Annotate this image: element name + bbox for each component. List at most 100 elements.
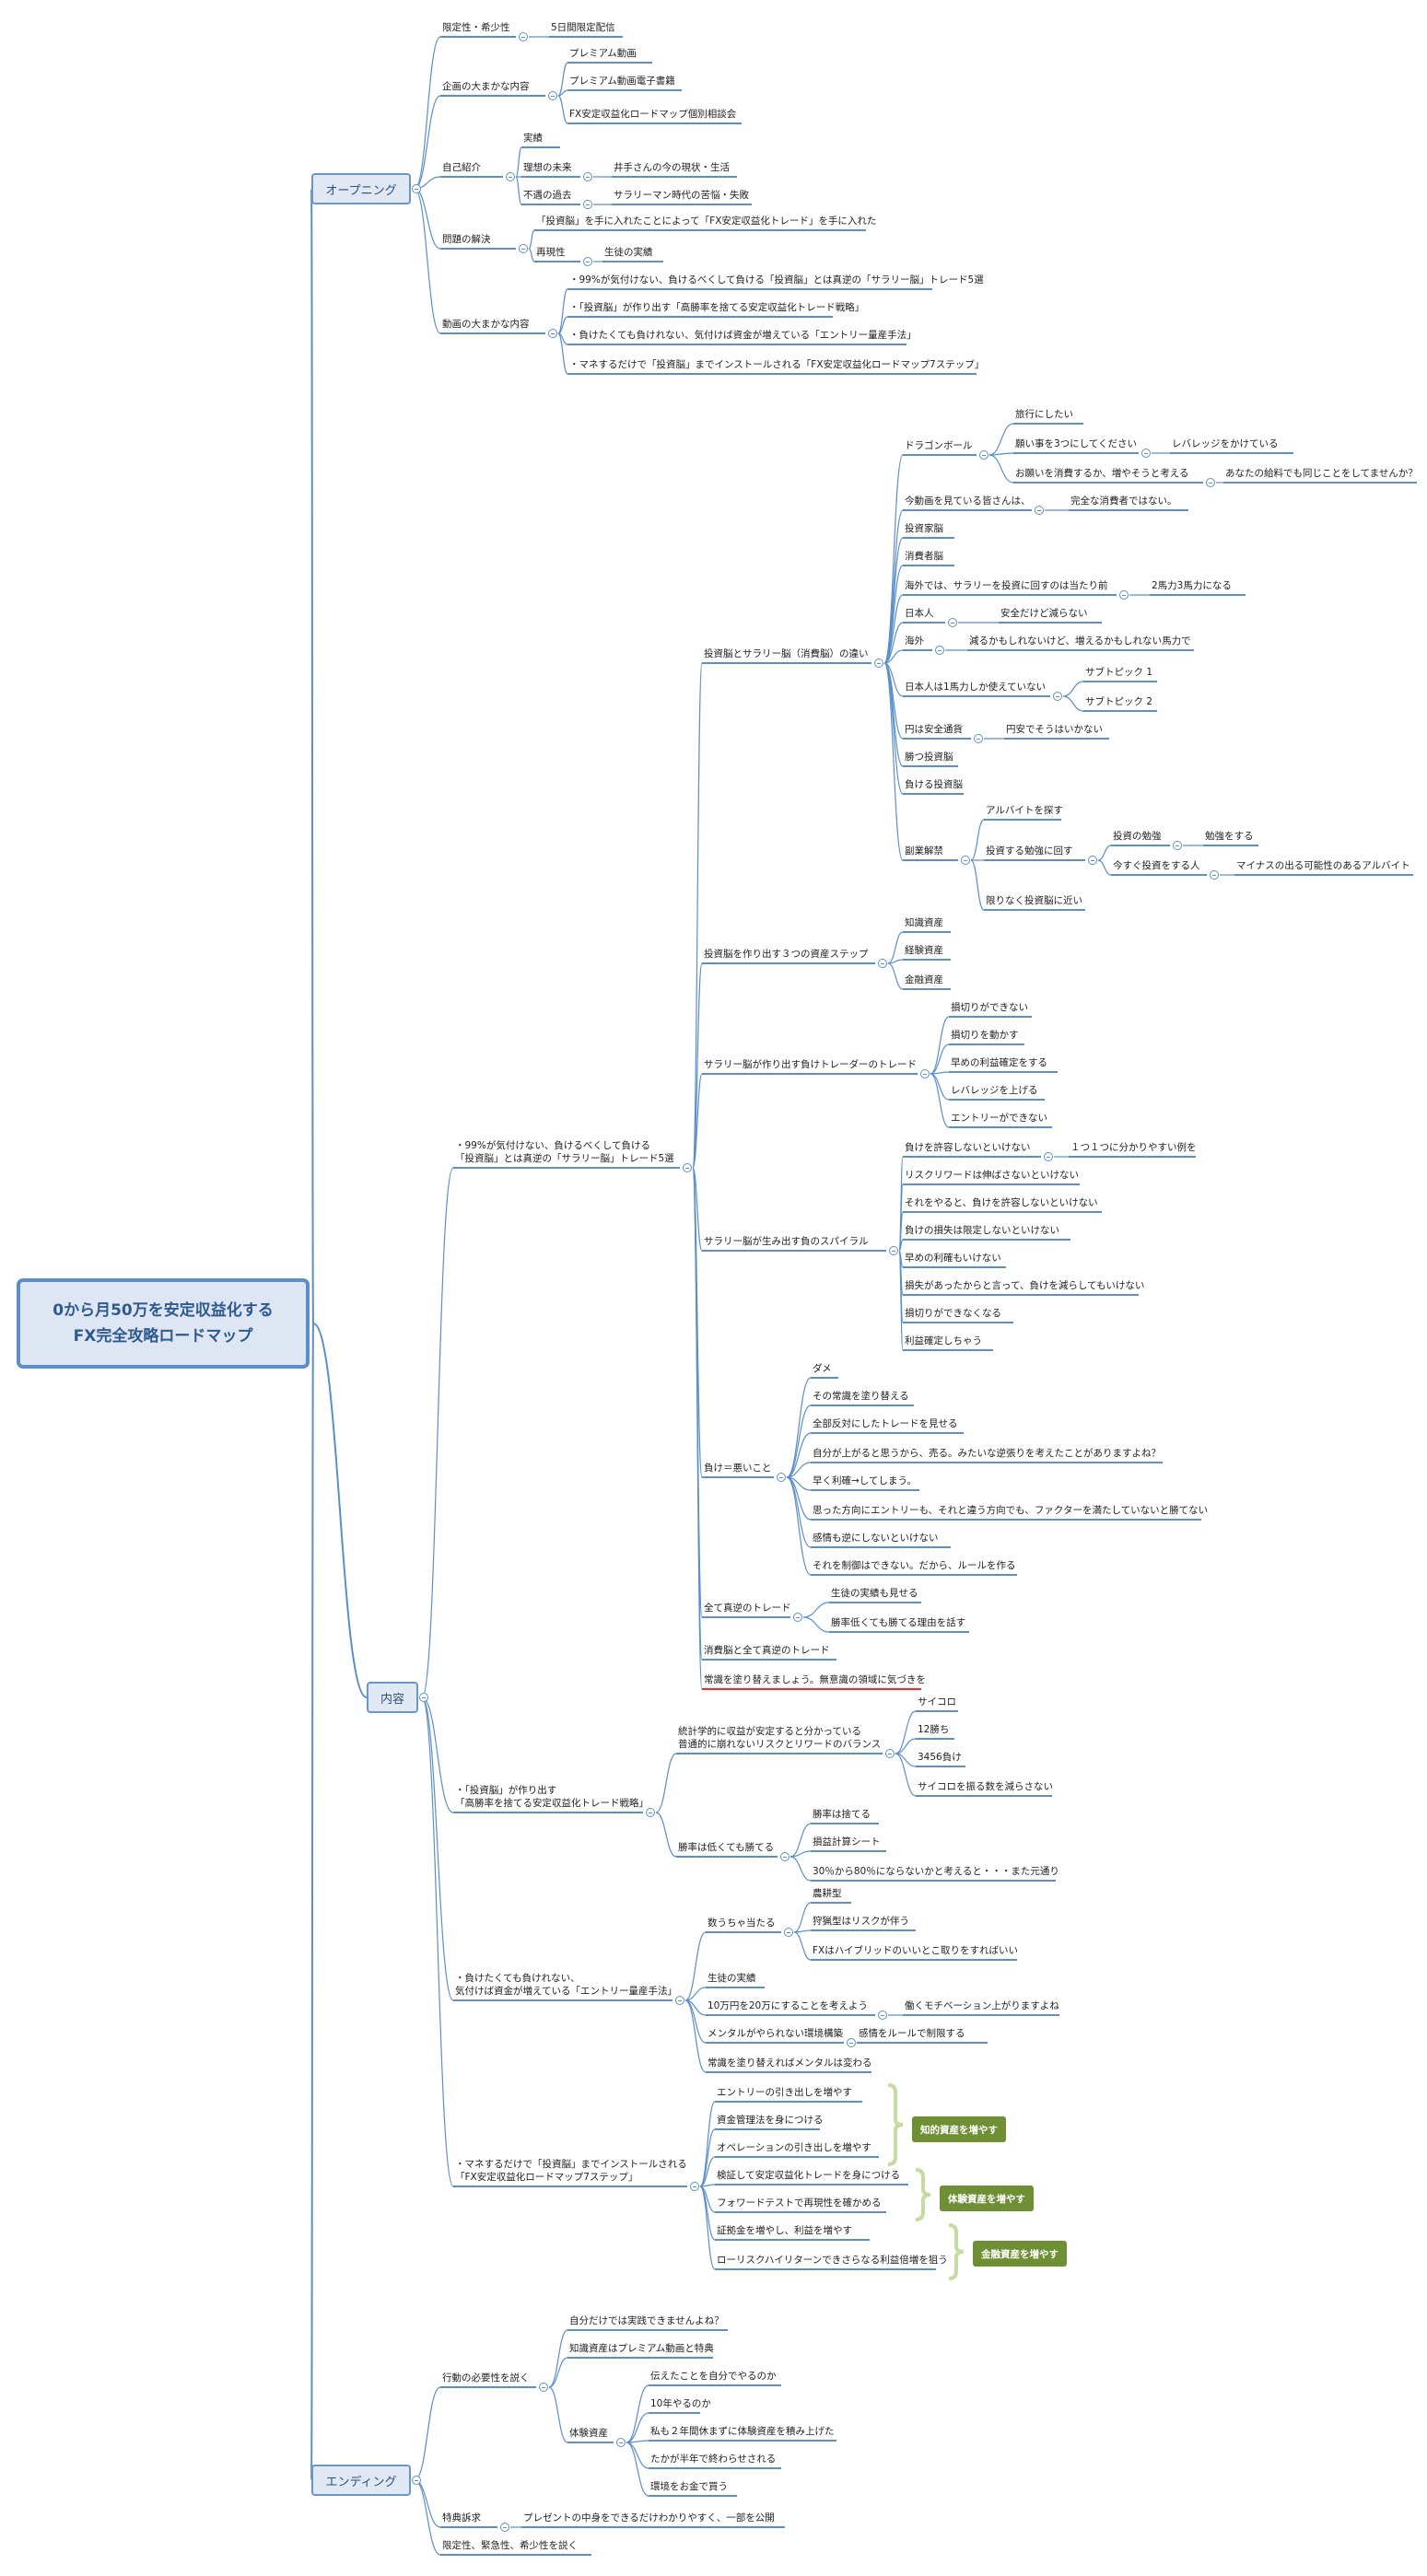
topic-e_exp[interactable]: 体験資産 — [569, 2427, 608, 2440]
section-content[interactable]: 内容 — [367, 1682, 418, 1713]
topic-c_b1[interactable]: ・99%が気付けない、負けるべくして負ける「投資脳」とは真逆の「サラリー脳」トレ… — [455, 1139, 674, 1165]
topic-c_s1[interactable]: サブトピック 1 — [1085, 666, 1152, 679]
topic-o_p1[interactable]: 「投資脳」を手に入れたことによって「FX安定収益化トレード」を手に入れた — [536, 215, 876, 227]
topic-o_prd[interactable]: 生徒の実績 — [604, 246, 653, 259]
topic-e_x1[interactable]: 伝えたことを自分でやるのか — [650, 2370, 777, 2383]
topic-c_sp1d[interactable]: １つ１つに分かりやすい例を — [1070, 1141, 1197, 1154]
topic-c_os1d[interactable]: 2馬力3馬力になる — [1152, 579, 1232, 592]
topic-c_t3[interactable]: 金融資産 — [905, 973, 943, 986]
topic-c_jp[interactable]: 日本人 — [905, 607, 934, 620]
collapse-toggle-icon[interactable] — [419, 1693, 428, 1702]
topic-c_sp2[interactable]: リスクリワードは伸ばさないといけない — [905, 1169, 1079, 1182]
topic-o_vid[interactable]: 動画の大まかな内容 — [442, 318, 530, 331]
topic-c_sd[interactable]: 副業解禁 — [905, 845, 943, 857]
topic-c_dr1[interactable]: 旅行にしたい — [1015, 408, 1073, 421]
topic-c_p1[interactable]: エントリーの引き出しを増やす — [717, 2086, 852, 2099]
topic-c_st4[interactable]: レバレッジを上げる — [951, 1084, 1038, 1097]
topic-c_p7[interactable]: ローリスクハイリターンできさらなる利益倍増を狙う — [717, 2254, 948, 2267]
topic-c_sd2[interactable]: 投資する勉強に回す — [986, 845, 1073, 857]
topic-e_x2[interactable]: 10年やるのか — [650, 2397, 711, 2410]
topic-c_m10[interactable]: 10万円を20万にすることを考えよう — [708, 1999, 868, 2012]
topic-c_bd7[interactable]: 感情も逆にしないといけない — [813, 1532, 939, 1544]
topic-c_sh1[interactable]: 農耕型 — [813, 1887, 842, 1900]
collapse-toggle-icon[interactable] — [784, 1928, 793, 1937]
collapse-toggle-icon[interactable] — [690, 2182, 699, 2191]
topic-e_bond[interactable]: プレゼントの中身をできるだけわかりやすく、一部を公開 — [523, 2512, 775, 2524]
collapse-toggle-icon[interactable] — [1088, 856, 1097, 865]
topic-c_s2[interactable]: サブトピック 2 — [1085, 695, 1152, 708]
collapse-toggle-icon[interactable] — [920, 1069, 930, 1078]
topic-c_rv2[interactable]: 勝率低くても勝てる理由を話す — [831, 1616, 965, 1629]
topic-o_prob[interactable]: 問題の解決 — [442, 233, 491, 246]
collapse-toggle-icon[interactable] — [583, 200, 592, 209]
topic-o_v1[interactable]: ・99%が気付けない、負けるべくして負ける「投資脳」とは真逆の「サラリー脳」トレ… — [569, 274, 984, 286]
topic-c_rw[interactable]: 常識を塗り替えましょう。無意識の領域に気づきを — [704, 1673, 926, 1686]
topic-c_mnd[interactable]: 感情をルールで制限する — [859, 2027, 965, 2040]
collapse-toggle-icon[interactable] — [506, 172, 515, 181]
collapse-toggle-icon[interactable] — [583, 172, 592, 181]
collapse-toggle-icon[interactable] — [519, 244, 528, 253]
topic-c_sa4[interactable]: サイコロを振る数を減らさない — [918, 1780, 1053, 1793]
topic-c_sp8[interactable]: 利益確定しちゃう — [905, 1335, 982, 1347]
topic-o_int[interactable]: 自己紹介 — [442, 161, 481, 174]
topic-c_sp6[interactable]: 損失があったからと言って、負けを減らしてもいけない — [905, 1279, 1144, 1292]
collapse-toggle-icon[interactable] — [961, 856, 970, 865]
topic-c_li[interactable]: 負ける投資脳 — [905, 778, 963, 791]
collapse-toggle-icon[interactable] — [548, 329, 557, 338]
collapse-toggle-icon[interactable] — [646, 1808, 655, 1817]
topic-e_x3[interactable]: 私も２年間休まずに体験資産を積み上げた — [650, 2425, 835, 2438]
collapse-toggle-icon[interactable] — [847, 2038, 856, 2047]
topic-c_sp1[interactable]: 負けを許容しないといけない — [905, 1141, 1031, 1154]
topic-c_rev[interactable]: 全て真逆のトレード — [704, 1602, 791, 1614]
topic-c_lw1[interactable]: 勝率は捨てる — [813, 1808, 871, 1821]
topic-c_st[interactable]: サラリー脳が作り出す負けトレーダーのトレード — [704, 1058, 917, 1071]
topic-c_p4[interactable]: 検証して安定収益化トレードを身につける — [717, 2169, 900, 2182]
topic-c_bd2[interactable]: その常識を塗り替える — [813, 1390, 909, 1403]
topic-c_sp7[interactable]: 損切りができなくなる — [905, 1307, 1001, 1320]
topic-c_dr3[interactable]: お願いを消費するか、増やそうと考える — [1015, 467, 1188, 480]
collapse-toggle-icon[interactable] — [979, 450, 988, 460]
collapse-toggle-icon[interactable] — [885, 1749, 895, 1758]
topic-e_lim[interactable]: 限定性、緊急性、希少性を説く — [442, 2539, 578, 2552]
topic-c_stat[interactable]: 統計学的に収益が安定すると分かっている普通的に崩れないリスクとリワードのバランス — [678, 1725, 881, 1751]
topic-o_iid[interactable]: 井手さんの今の現状・生活 — [614, 161, 730, 174]
collapse-toggle-icon[interactable] — [780, 1852, 790, 1861]
topic-o_ii[interactable]: 理想の未来 — [523, 161, 572, 174]
topic-c_lw[interactable]: 勝率は低くても勝てる — [678, 1841, 774, 1854]
topic-c_sp[interactable]: サラリー脳が生み出す負のスパイラル — [704, 1235, 869, 1248]
collapse-toggle-icon[interactable] — [675, 1996, 684, 2005]
topic-c_sa2[interactable]: 12勝ち — [918, 1723, 949, 1736]
topic-c_sh2[interactable]: 狩猟型はリスクが伴う — [813, 1915, 909, 1928]
topic-c_st1[interactable]: 損切りができない — [951, 1001, 1028, 1014]
topic-c_three[interactable]: 投資脳を作り出す３つの資産ステップ — [704, 948, 869, 961]
collapse-toggle-icon[interactable] — [412, 2476, 421, 2485]
topic-c_m10d[interactable]: 働くモチベーション上がりますよね — [905, 1999, 1059, 2012]
collapse-toggle-icon[interactable] — [539, 2383, 548, 2392]
topic-c_t1[interactable]: 知識資産 — [905, 916, 943, 929]
section-opening[interactable]: オープニング — [311, 173, 411, 204]
topic-c_stu[interactable]: 生徒の実績 — [708, 1972, 756, 1985]
topic-c_bad[interactable]: 負け＝悪いこと — [704, 1462, 772, 1474]
topic-c_diff[interactable]: 投資脳とサラリー脳（消費脳）の違い — [704, 647, 869, 660]
topic-c_os2[interactable]: 海外 — [905, 635, 924, 647]
topic-e_x5[interactable]: 環境をお金で買う — [650, 2480, 728, 2493]
topic-c_bd8[interactable]: それを制御はできない。だから、ルールを作る — [813, 1559, 1016, 1572]
topic-e_need[interactable]: 行動の必要性を説く — [442, 2372, 530, 2384]
topic-c_bd1[interactable]: ダメ — [813, 1362, 832, 1375]
topic-c_st2[interactable]: 損切りを動かす — [951, 1029, 1019, 1042]
collapse-toggle-icon[interactable] — [935, 646, 944, 655]
collapse-toggle-icon[interactable] — [412, 184, 421, 193]
topic-c_p5[interactable]: フォワードテストで再現性を確かめる — [717, 2197, 882, 2209]
collapse-toggle-icon[interactable] — [1141, 449, 1151, 458]
collapse-toggle-icon[interactable] — [500, 2523, 509, 2532]
topic-c_wi[interactable]: 勝つ投資脳 — [905, 751, 953, 763]
topic-c_dr2[interactable]: 願い事を3つにしてください — [1015, 437, 1137, 450]
collapse-toggle-icon[interactable] — [1035, 506, 1044, 515]
topic-o_ip[interactable]: 不遇の過去 — [523, 189, 572, 202]
collapse-toggle-icon[interactable] — [1210, 870, 1219, 880]
topic-o_pv[interactable]: プレミアム動画 — [569, 47, 637, 60]
topic-c_t2[interactable]: 経験資産 — [905, 944, 943, 957]
topic-c_dr3d[interactable]: あなたの給料でも同じことをしてませんか？ — [1225, 467, 1418, 480]
collapse-toggle-icon[interactable] — [1119, 590, 1129, 600]
topic-c_sp4[interactable]: 負けの損失は限定しないといけない — [905, 1224, 1059, 1237]
